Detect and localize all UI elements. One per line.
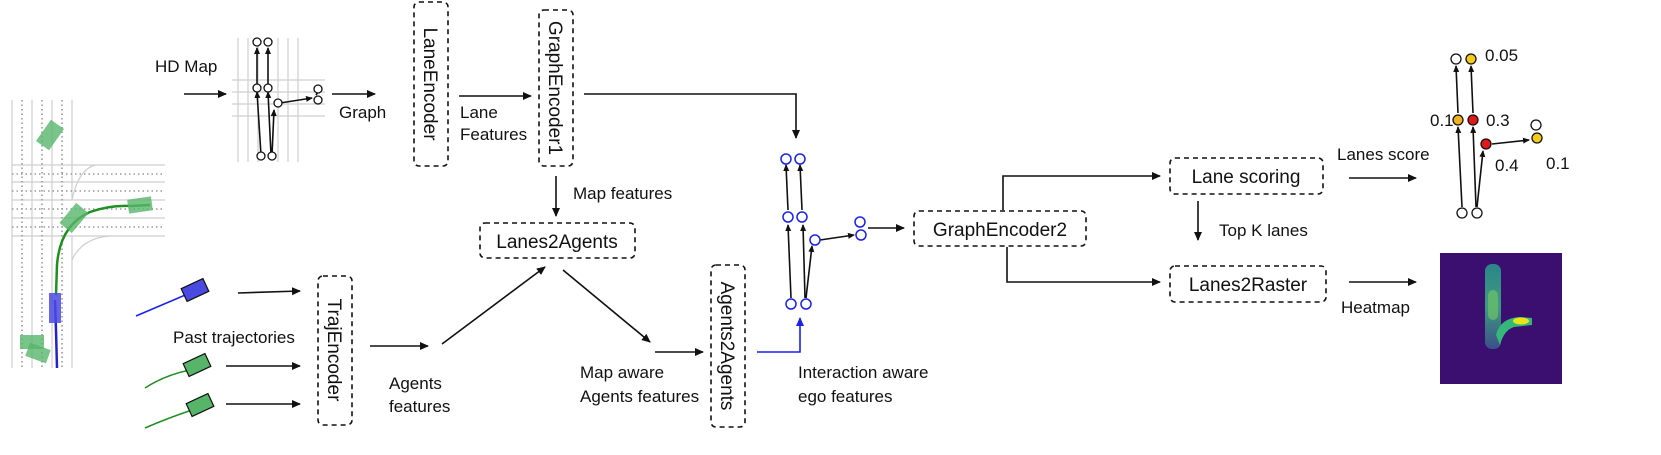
- lanes2agents-label: Lanes2Agents: [496, 232, 618, 253]
- score-label: 0.3: [1486, 111, 1510, 130]
- ego-past-trajectory: [135, 277, 210, 317]
- agent-past-trajectory: [144, 392, 215, 429]
- graph-encoder2-box: GraphEncoder2: [913, 210, 1087, 247]
- graph-encoder2-label: GraphEncoder2: [933, 220, 1067, 241]
- score-label: 0.05: [1485, 46, 1518, 65]
- lanes-score-label: Lanes score: [1337, 145, 1430, 164]
- scored-lane-graph: [1450, 53, 1543, 219]
- lanes2raster-box: Lanes2Raster: [1169, 265, 1327, 303]
- score-label: 0.1: [1430, 111, 1454, 130]
- score-label: 0.1: [1546, 154, 1570, 173]
- lane-encoder-box: LaneEncoder: [413, 1, 449, 167]
- lane-scoring-box: Lane scoring: [1169, 157, 1324, 195]
- ego-vehicle: [49, 293, 61, 323]
- agent-trajectory: [54, 203, 151, 296]
- heatmap-image: [1440, 253, 1562, 384]
- hd-map-graph-thumbnail: [232, 37, 325, 162]
- heatmap-label: Heatmap: [1341, 298, 1410, 317]
- map-aware-label-2: Agents features: [580, 387, 699, 406]
- top-k-lanes-label: Top K lanes: [1219, 221, 1308, 240]
- graph-encoder1-label: GraphEncoder1: [544, 21, 565, 155]
- hd-map-label: HD Map: [155, 57, 217, 76]
- scene-map: [11, 100, 165, 369]
- arrow: [562, 269, 651, 343]
- agents2agents-label: Agents2Agents: [716, 282, 737, 411]
- agent-past-trajectory: [144, 352, 212, 389]
- traj-encoder-label: TrajEncoder: [323, 299, 344, 402]
- lane-scoring-label: Lane scoring: [1192, 167, 1301, 188]
- agent-vehicle: [20, 335, 44, 349]
- agents2agents-box: Agents2Agents: [710, 264, 746, 428]
- arrow: [1002, 172, 1161, 210]
- map-features-label: Map features: [573, 184, 672, 203]
- agents-features-label-2: features: [389, 397, 450, 416]
- map-aware-label: Map aware: [580, 363, 664, 382]
- agent-vehicle: [25, 342, 51, 364]
- arrow: [441, 266, 546, 345]
- graph-label: Graph: [339, 103, 386, 122]
- interaction-lane-graph: [780, 153, 867, 310]
- lanes2raster-label: Lanes2Raster: [1189, 275, 1308, 296]
- agent-vehicle: [127, 196, 153, 214]
- arrow: [584, 93, 800, 139]
- lane-encoder-label: LaneEncoder: [419, 27, 440, 141]
- interaction-aware-label: Interaction aware: [798, 363, 928, 382]
- lanes2agents-box: Lanes2Agents: [479, 222, 636, 259]
- interaction-aware-label-2: ego features: [798, 387, 893, 406]
- arrow: [1006, 247, 1161, 286]
- agents-features-label: Agents: [389, 374, 442, 393]
- graph-encoder1-box: GraphEncoder1: [538, 9, 574, 167]
- lane-features-label: Lane: [460, 103, 498, 122]
- agent-vehicle: [35, 119, 65, 151]
- past-trajectories-label: Past trajectories: [173, 328, 295, 347]
- arrow: [237, 287, 301, 296]
- score-label: 0.4: [1495, 156, 1519, 175]
- road-lines: [11, 100, 165, 368]
- lane-features-label-2: Features: [460, 125, 527, 144]
- arrow: [757, 317, 804, 353]
- agent-vehicle: [59, 202, 89, 234]
- traj-encoder-box: TrajEncoder: [317, 275, 353, 426]
